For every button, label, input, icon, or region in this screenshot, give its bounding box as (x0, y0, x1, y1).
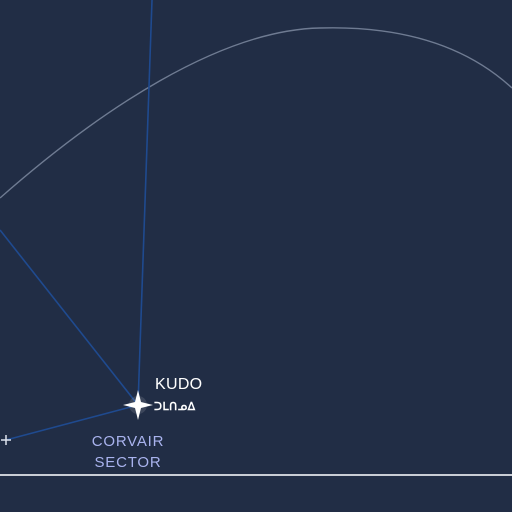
star-icon[interactable] (123, 390, 153, 420)
sector-label-line1: CORVAIR (91, 433, 165, 450)
minor-system-marker[interactable] (1, 435, 11, 445)
sector-border (0, 27, 512, 199)
hyperlane-north (137, 0, 153, 406)
sector-label: CORVAIR SECTOR (78, 431, 178, 473)
system-label-aurebesh: ᑐᒪᑎᓄᐃ (154, 400, 196, 413)
sector-label-line2: SECTOR (94, 454, 162, 471)
hyperlane-southwest (5, 404, 139, 441)
system-label-kudo[interactable]: KUDO (155, 376, 203, 393)
hyperlane-northwest (0, 229, 139, 406)
